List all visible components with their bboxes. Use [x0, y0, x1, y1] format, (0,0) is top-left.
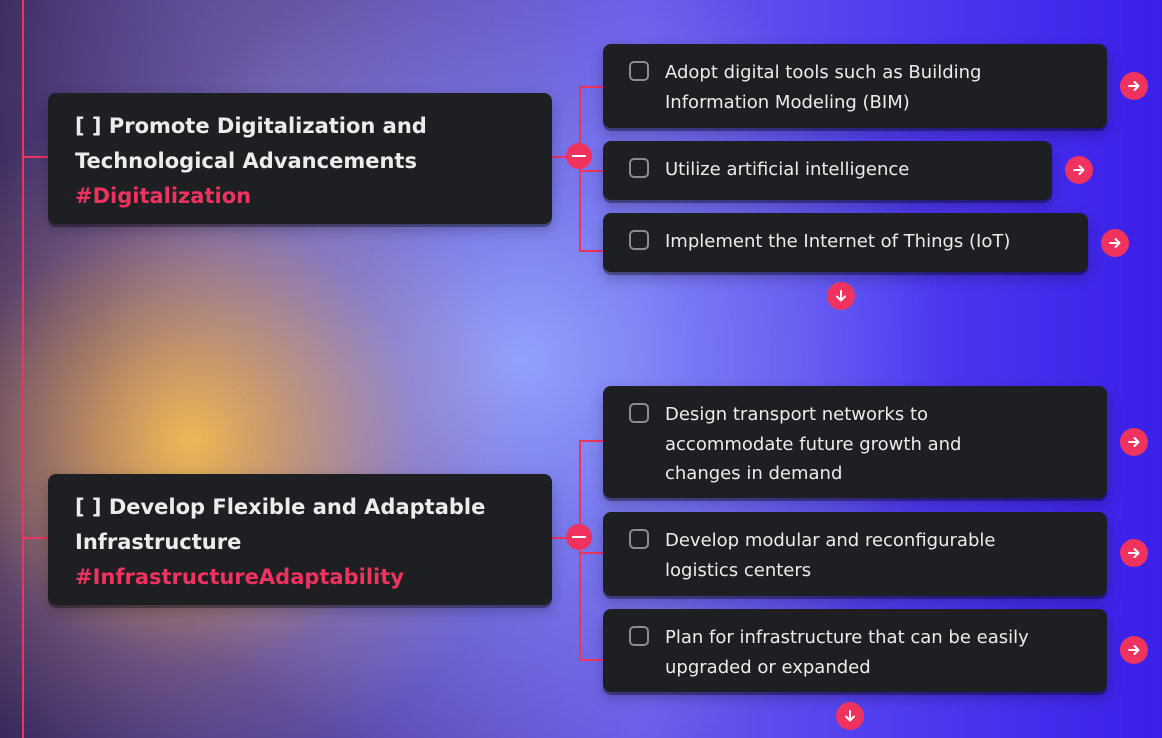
arrow-right-icon[interactable] [1120, 539, 1148, 567]
child-node-implement-iot[interactable]: Implement the Internet of Things (IoT) [603, 213, 1088, 272]
group-1-child-3-connector [579, 250, 603, 252]
trunk-connector-2 [22, 537, 48, 539]
child-node-modular-logistics[interactable]: Develop modular and reconfigurable logis… [603, 512, 1107, 596]
arrow-right-icon[interactable] [1120, 72, 1148, 100]
main-node-tag[interactable]: #InfrastructureAdaptability [75, 565, 404, 589]
child-node-text: Plan for infrastructure that can be easi… [665, 627, 1029, 678]
group-2-child-1-connector [579, 440, 603, 442]
group-2-child-3-connector [579, 659, 603, 661]
arrow-right-icon[interactable] [1120, 636, 1148, 664]
mindmap-trunk-line [22, 0, 24, 738]
child-node-text: Utilize artificial intelligence [665, 159, 910, 180]
main-node-title: [ ] Develop Flexible and Adaptable Infra… [75, 495, 486, 554]
group-2-branch-line [579, 440, 581, 660]
main-node-title: [ ] Promote Digitalization and Technolog… [75, 114, 427, 173]
main-node-infrastructure[interactable]: [ ] Develop Flexible and Adaptable Infra… [48, 474, 552, 605]
group-2-child-2-connector [579, 552, 603, 554]
arrow-right-icon[interactable] [1101, 229, 1129, 257]
main-node-digitalization[interactable]: [ ] Promote Digitalization and Technolog… [48, 93, 552, 224]
collapse-toggle-minus-icon[interactable] [566, 143, 592, 169]
collapse-toggle-minus-icon[interactable] [566, 524, 592, 550]
child-node-text: Develop modular and reconfigurable logis… [665, 530, 996, 581]
task-checkbox[interactable] [629, 626, 649, 646]
task-checkbox[interactable] [629, 529, 649, 549]
group-1-child-2-connector [579, 170, 603, 172]
arrow-down-icon[interactable] [836, 702, 864, 730]
child-node-adopt-digital-tools[interactable]: Adopt digital tools such as Building Inf… [603, 44, 1107, 128]
child-node-design-transport-networks[interactable]: Design transport networks to accommodate… [603, 386, 1107, 498]
child-node-text: Adopt digital tools such as Building Inf… [665, 62, 982, 113]
task-checkbox[interactable] [629, 61, 649, 81]
arrow-down-icon[interactable] [827, 282, 855, 310]
child-node-utilize-ai[interactable]: Utilize artificial intelligence [603, 141, 1052, 200]
child-node-text: Design transport networks to accommodate… [665, 404, 962, 484]
main-node-tag[interactable]: #Digitalization [75, 184, 252, 208]
arrow-right-icon[interactable] [1065, 156, 1093, 184]
child-node-upgradable-infrastructure[interactable]: Plan for infrastructure that can be easi… [603, 609, 1107, 692]
child-node-text: Implement the Internet of Things (IoT) [665, 231, 1011, 252]
arrow-right-icon[interactable] [1120, 428, 1148, 456]
task-checkbox[interactable] [629, 158, 649, 178]
task-checkbox[interactable] [629, 230, 649, 250]
group-1-branch-line [579, 86, 581, 252]
task-checkbox[interactable] [629, 403, 649, 423]
group-1-child-1-connector [579, 86, 603, 88]
trunk-connector-1 [22, 156, 48, 158]
